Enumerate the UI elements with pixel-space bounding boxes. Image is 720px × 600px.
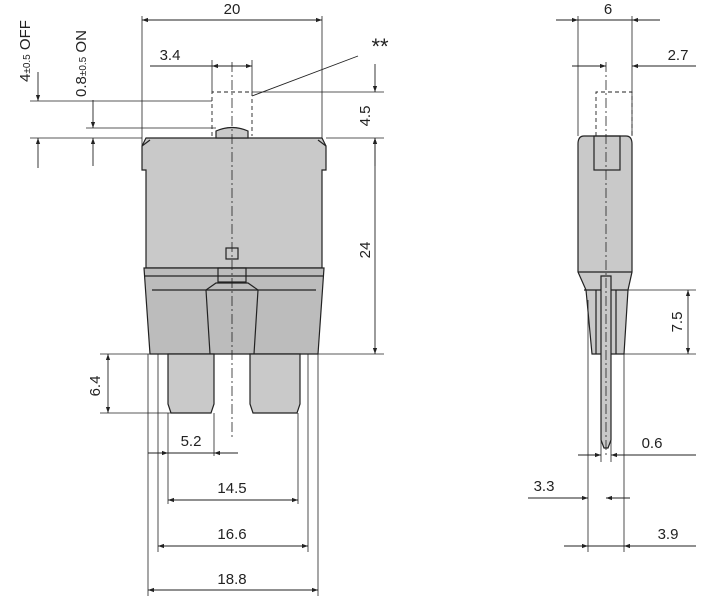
dim-7-5: 7.5 [669, 312, 686, 333]
dim-3-4: 3.4 [160, 47, 181, 64]
front-view: 20 3.4 ** 4.5 24 4±0.5 OFF 0.8±0.5 ON 6.… [17, 1, 389, 596]
dim-3-3: 3.3 [534, 478, 555, 495]
dim-2-7: 2.7 [668, 47, 689, 64]
dim-4-5: 4.5 [357, 106, 374, 127]
dim-5-2: 5.2 [181, 433, 202, 450]
blade-right [249, 353, 301, 414]
side-view: 6 2.7 7.5 0.6 3.3 3.9 [528, 1, 696, 552]
side-button-hidden [595, 91, 633, 136]
dim-24: 24 [357, 242, 374, 259]
side-button-slot [593, 135, 621, 171]
dim-6-4: 6.4 [87, 376, 104, 397]
dim-0-6: 0.6 [642, 435, 663, 452]
dim-3-9: 3.9 [658, 526, 679, 543]
dim-6: 6 [604, 1, 612, 18]
dim-16-6: 16.6 [217, 526, 246, 543]
housing-top-tab-right [317, 139, 327, 147]
button-nub [215, 126, 249, 139]
dim-20: 20 [224, 1, 241, 18]
housing-top-tab-left [141, 139, 151, 147]
marker-double-asterisk: ** [371, 34, 389, 59]
dim-travel-on: 0.8±0.5 ON [73, 30, 90, 97]
marker-leader [251, 55, 359, 97]
housing-lower [143, 267, 325, 355]
dim-14-5: 14.5 [217, 480, 246, 497]
dim-travel-off: 4±0.5 OFF [17, 20, 34, 82]
dim-18-8: 18.8 [217, 571, 246, 588]
button-hidden-outline [211, 91, 253, 136]
blade-left [167, 353, 215, 414]
side-blade-guides [595, 290, 617, 354]
